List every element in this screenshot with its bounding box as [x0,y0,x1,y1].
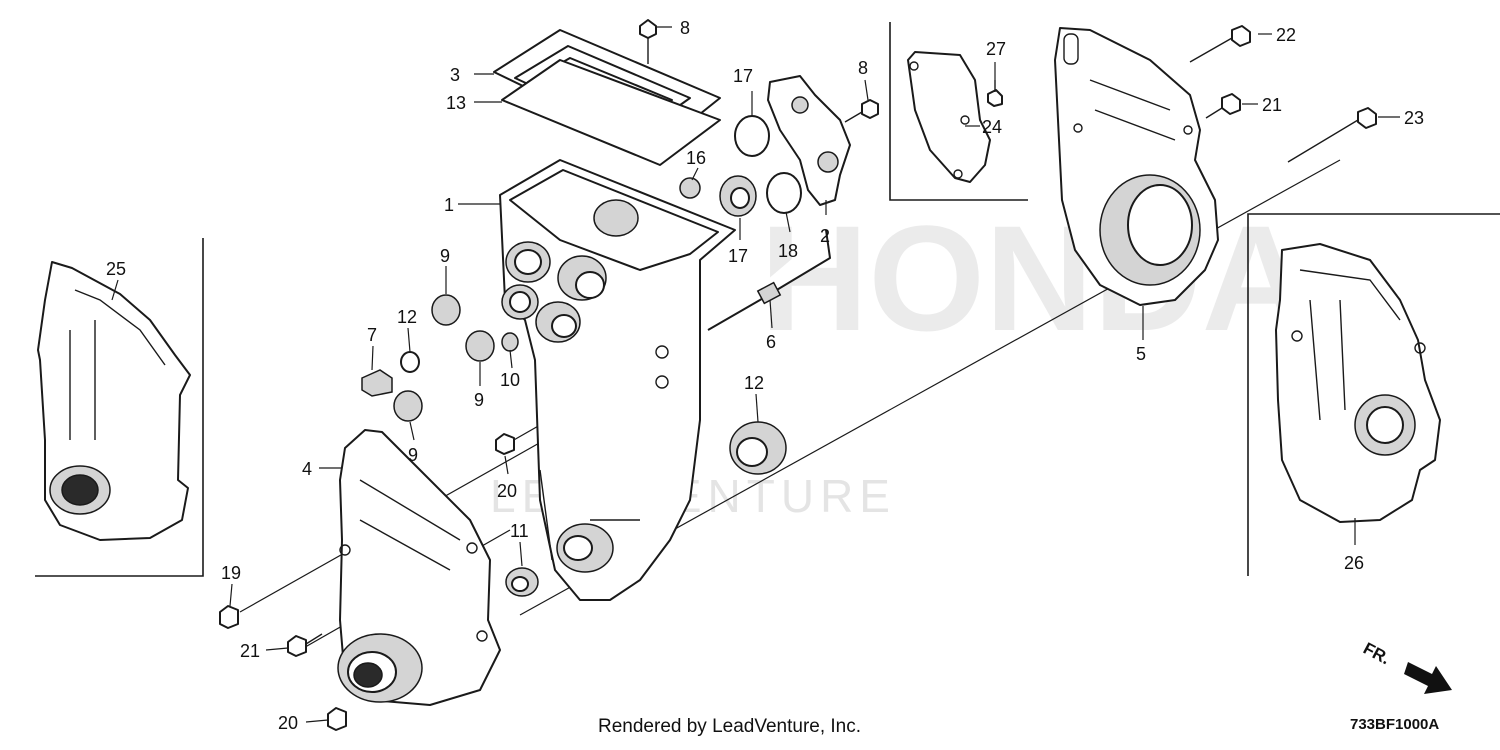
part-15-oring [400,351,420,373]
part-26-cover [1275,243,1441,523]
part-7-cap [361,369,393,397]
callout-11: 11 [510,521,529,541]
callout-21-top: 21 [1262,95,1282,115]
small-parts [361,115,802,597]
part-1-housing [499,159,736,601]
part-6-stud [707,229,831,331]
brand-watermark: HONDA [760,194,1310,362]
callout-8-side: 8 [858,58,868,78]
part-22-bolt [1231,25,1251,47]
part-8-bolt-side [861,99,879,119]
inset-box-left [35,238,204,577]
render-credit: Rendered by LeadVenture, Inc. [598,716,862,737]
callout-25: 25 [106,259,126,279]
callout-9-a: 9 [440,246,450,266]
fr-label: FR. [1360,639,1393,669]
callout-20-a: 20 [497,481,517,501]
callout-9-b: 9 [474,390,484,410]
callout-16: 13 [446,93,466,113]
part-3-cover-plate [493,29,721,166]
callout-23: 23 [1404,108,1424,128]
inset-box-top [889,22,1028,201]
callout-6: 6 [766,332,776,352]
callout-12: 12 [744,373,764,393]
part-2-bracket [767,75,851,206]
callout-7: 7 [367,325,377,345]
callout-14: 17 [728,246,748,266]
callout-21-bottom: 21 [240,641,260,661]
part-27-bolt [987,89,1003,107]
callout-26: 26 [1344,553,1364,573]
part-23-bolt [1357,107,1377,129]
callout-13: 16 [686,148,706,168]
part-17-oring [734,115,770,157]
fr-arrow-icon [1404,662,1452,694]
part-5-cover [1054,27,1219,306]
callout-1: 1 [444,195,454,215]
callout-19: 19 [221,563,241,583]
callout-5: 5 [1136,344,1146,364]
callout-17: 17 [733,66,753,86]
callout-20-b: 20 [278,713,298,733]
part-19-nut [219,605,239,629]
callout-15: 12 [397,307,417,327]
part-21-bolt-bottom [287,635,307,657]
callout-24: 24 [982,117,1002,137]
part-4-belt-cover [337,429,501,706]
part-18-oring [766,172,802,214]
part-13-seal [679,177,701,199]
callout-4: 4 [302,459,312,479]
callout-18: 18 [778,241,798,261]
part-10-plug [501,332,519,352]
part-9-plug-a [431,294,461,326]
front-direction-indicator: FR. [1360,639,1452,694]
part-24-plate [907,51,991,183]
callout-leaders [111,26,1400,723]
fasteners [219,19,1377,731]
callout-27: 27 [986,39,1006,59]
part-9-plug-b [465,330,495,362]
part-8-bolt-top [639,19,657,39]
callout-22: 22 [1276,25,1296,45]
part-25-cover [37,261,191,541]
diagram-code: 733BF1000A [1350,716,1440,733]
inset-box-right [1247,213,1500,576]
callout-2: 2 [820,226,830,246]
part-20-nut-a [495,433,515,455]
callout-9-c: 9 [408,445,418,465]
callout-labels: 8 3 13 1 2 17 18 16 17 8 27 24 22 21 23 … [106,18,1424,733]
callout-3: 3 [450,65,460,85]
part-9-plug-c [393,390,423,422]
callout-8-top: 8 [680,18,690,38]
callout-10: 10 [500,370,520,390]
part-21-bolt-top [1221,93,1241,115]
part-20-nut-b [327,707,347,731]
